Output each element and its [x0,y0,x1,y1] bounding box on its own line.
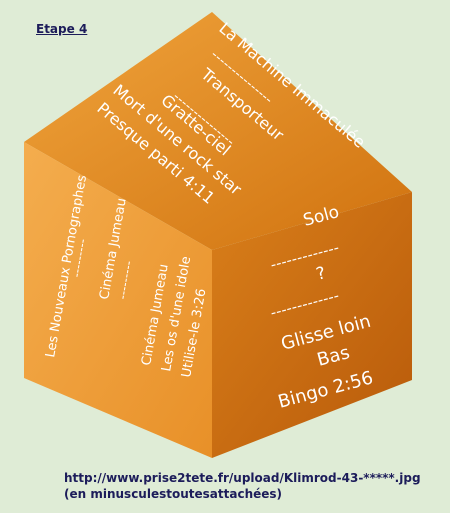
footer: http://www.prise2tete.fr/upload/Klimrod-… [64,470,421,502]
footer-note: (en minusculestoutesattachées) [64,487,283,501]
cube-right-face [212,192,412,458]
footer-url: http://www.prise2tete.fr/upload/Klimrod-… [64,471,421,485]
cube-left-face [24,142,212,458]
cube-top-face [24,12,412,250]
left-separator-2: --------- [115,260,136,301]
left-separator-1: --------- [69,238,90,279]
step-label: Etape 4 [36,22,88,36]
